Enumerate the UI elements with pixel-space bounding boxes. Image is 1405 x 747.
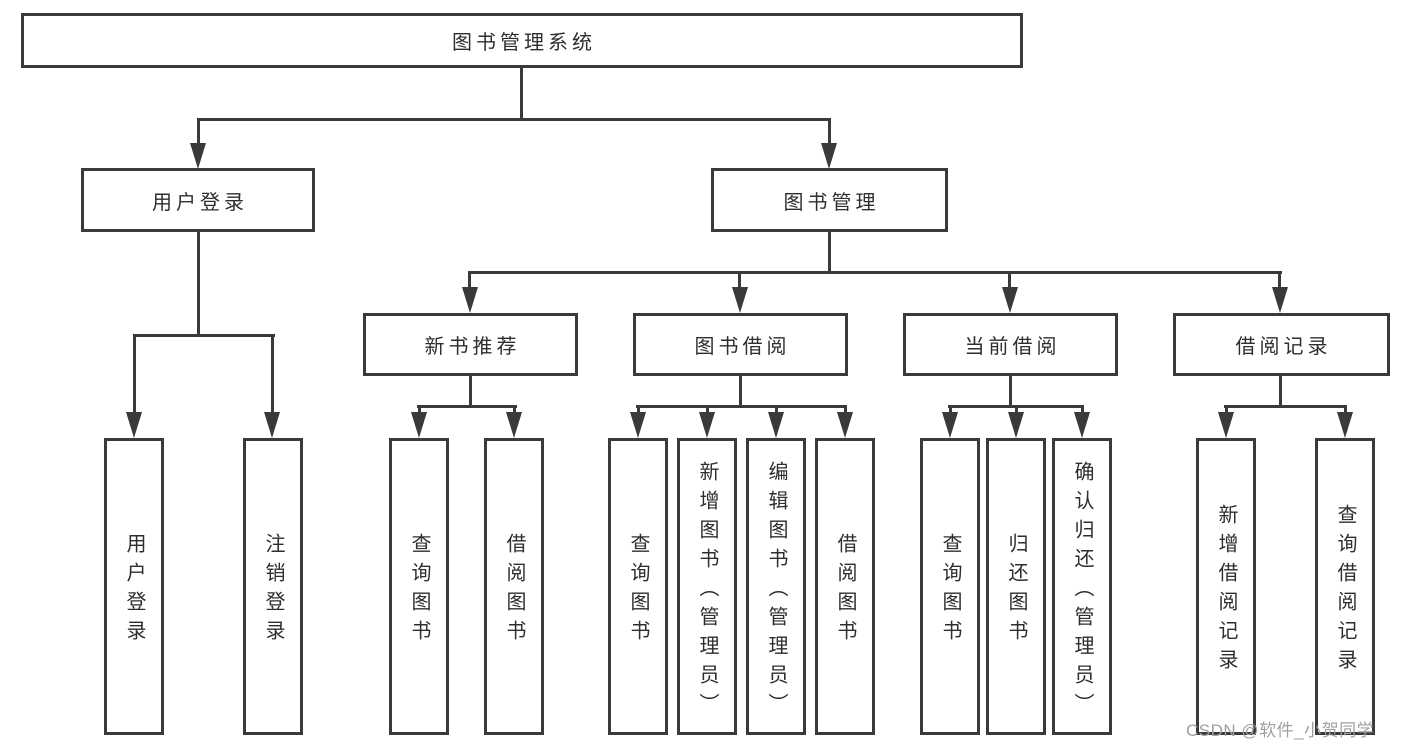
leaf-user-login: 用户登录 [104, 438, 164, 735]
arrowhead-icon [411, 412, 427, 438]
node-user-login: 用户登录 [81, 168, 315, 232]
connector-line [418, 405, 421, 415]
leaf-query-books-current: 查询图书 [920, 438, 980, 735]
leaf-logout: 注销登录 [243, 438, 303, 735]
arrowhead-icon [699, 412, 715, 438]
node-book-borrow: 图书借阅 [633, 313, 848, 376]
connector-line [133, 334, 275, 337]
connector-line [197, 118, 200, 145]
node-new-book-recommend: 新书推荐 [363, 313, 578, 376]
arrowhead-icon [506, 412, 522, 438]
connector-line [1009, 376, 1012, 407]
connector-line [1015, 405, 1018, 415]
arrowhead-icon [821, 143, 837, 169]
leaf-query-borrow-record-label: 查询借阅记录 [1334, 504, 1356, 678]
arrowhead-icon [732, 287, 748, 313]
connector-line [738, 271, 741, 289]
connector-line [828, 118, 831, 145]
arrowhead-icon [942, 412, 958, 438]
leaf-add-borrow-record-label: 新增借阅记录 [1215, 504, 1237, 678]
connector-line [197, 118, 831, 121]
node-user-login-label: 用户登录 [152, 191, 248, 214]
connector-line [468, 271, 1282, 274]
watermark: CSDN @软件_小贺同学 [1186, 721, 1375, 740]
node-current-borrow-label: 当前借阅 [964, 336, 1061, 358]
node-borrow-records: 借阅记录 [1173, 313, 1390, 376]
node-root: 图书管理系统 [21, 13, 1023, 68]
arrowhead-icon [1218, 412, 1234, 438]
leaf-borrow-books: 借阅图书 [815, 438, 875, 735]
leaf-return-books: 归还图书 [986, 438, 1046, 735]
node-book-borrow-label: 图书借阅 [694, 336, 791, 358]
leaf-borrow-books-recommend-label: 借阅图书 [503, 533, 525, 649]
node-borrow-records-label: 借阅记录 [1235, 336, 1332, 358]
connector-line [1225, 405, 1228, 415]
leaf-confirm-return-admin: 确认归还（管理员） [1052, 438, 1112, 735]
connector-line [636, 405, 847, 408]
connector-line [828, 230, 831, 273]
connector-line [1278, 271, 1281, 289]
leaf-borrow-books-recommend: 借阅图书 [484, 438, 544, 735]
leaf-add-book-admin-label: 新增图书（管理员） [696, 460, 718, 722]
leaf-query-books-current-label: 查询图书 [939, 533, 961, 649]
arrowhead-icon [1074, 412, 1090, 438]
connector-line [468, 271, 471, 289]
connector-line [706, 405, 709, 415]
arrowhead-icon [768, 412, 784, 438]
arrowhead-icon [630, 412, 646, 438]
arrowhead-icon [126, 412, 142, 438]
connector-line [417, 405, 517, 408]
arrowhead-icon [190, 143, 206, 169]
connector-line [1279, 376, 1282, 407]
arrowhead-icon [1272, 287, 1288, 313]
node-current-borrow: 当前借阅 [903, 313, 1118, 376]
arrowhead-icon [1337, 412, 1353, 438]
node-book-management: 图书管理 [711, 168, 948, 232]
connector-line [637, 405, 640, 415]
connector-line [197, 230, 200, 336]
leaf-query-books-borrow: 查询图书 [608, 438, 668, 735]
connector-line [469, 376, 472, 407]
leaf-query-borrow-record: 查询借阅记录 [1315, 438, 1375, 735]
arrowhead-icon [837, 412, 853, 438]
connector-line [1081, 405, 1084, 415]
leaf-user-login-label: 用户登录 [123, 533, 145, 649]
leaf-borrow-books-label: 借阅图书 [834, 533, 856, 649]
node-new-book-recommend-label: 新书推荐 [424, 336, 521, 358]
leaf-add-borrow-record: 新增借阅记录 [1196, 438, 1256, 735]
connector-line [949, 405, 952, 415]
leaf-query-books-recommend-label: 查询图书 [408, 533, 430, 649]
connector-line [775, 405, 778, 415]
connector-line [133, 334, 136, 414]
connector-line [1224, 405, 1347, 408]
node-book-management-label: 图书管理 [783, 191, 880, 214]
leaf-add-book-admin: 新增图书（管理员） [677, 438, 737, 735]
arrowhead-icon [1002, 287, 1018, 313]
leaf-query-books-borrow-label: 查询图书 [627, 533, 649, 649]
leaf-edit-book-admin-label: 编辑图书（管理员） [765, 460, 787, 722]
node-root-label: 图书管理系统 [452, 32, 596, 54]
connector-line [520, 66, 523, 120]
connector-line [1344, 405, 1347, 415]
connector-line [844, 405, 847, 415]
leaf-logout-label: 注销登录 [262, 533, 284, 649]
leaf-query-books-recommend: 查询图书 [389, 438, 449, 735]
connector-line [513, 405, 516, 415]
leaf-return-books-label: 归还图书 [1005, 533, 1027, 649]
arrowhead-icon [264, 412, 280, 438]
leaf-edit-book-admin: 编辑图书（管理员） [746, 438, 806, 735]
arrowhead-icon [1008, 412, 1024, 438]
arrowhead-icon [462, 287, 478, 313]
connector-line [1008, 271, 1011, 289]
connector-line [271, 334, 274, 414]
leaf-confirm-return-admin-label: 确认归还（管理员） [1071, 460, 1093, 722]
connector-line [739, 376, 742, 407]
